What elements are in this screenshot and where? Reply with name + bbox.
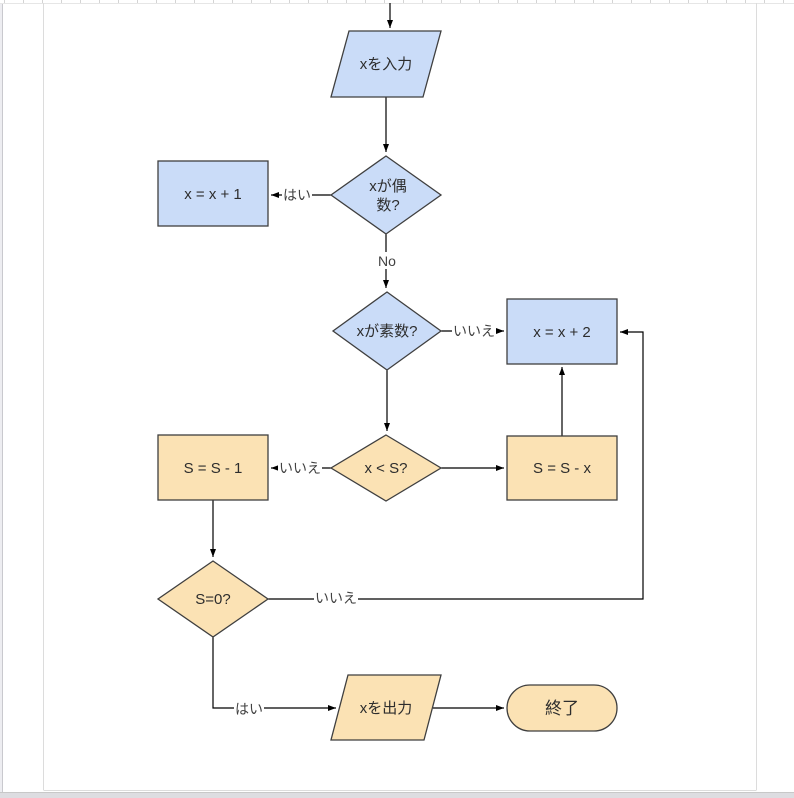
node-end-terminator[interactable] — [506, 684, 618, 732]
connector-zero-no-to-inc2[interactable] — [268, 329, 644, 600]
node-input-parallelogram[interactable] — [330, 30, 442, 98]
node-label: S = S - x — [533, 460, 591, 477]
node-label: x = x + 1 — [184, 186, 242, 203]
edge-label-zero-no[interactable]: いいえ — [315, 590, 357, 606]
node-inc2-process-rect[interactable] — [506, 298, 618, 365]
node-label: xが偶数? — [369, 178, 407, 214]
node-label: xを出力 — [360, 700, 413, 717]
node-even-decision-diamond[interactable] — [329, 155, 443, 235]
edge-label-bg — [234, 701, 264, 716]
edge-label-bg — [314, 590, 358, 605]
node-output-parallelogram[interactable] — [330, 674, 442, 741]
connector-zero-yes-to-output[interactable] — [212, 637, 336, 711]
node-dec1-process-rect[interactable] — [157, 434, 269, 501]
node-prime-decision-diamond[interactable] — [331, 291, 443, 371]
node-label: xが素数? — [357, 323, 418, 340]
node-zero-decision-diamond[interactable] — [156, 560, 270, 638]
node-label: x = x + 2 — [533, 324, 591, 341]
node-label: S=0? — [195, 591, 230, 608]
edge-label-less-no[interactable]: いいえ — [279, 460, 321, 476]
edge-label-zero-yes[interactable]: はい — [235, 701, 263, 717]
edge-label-bg — [452, 323, 496, 338]
horizontal-ruler — [0, 0, 794, 4]
node-less-decision-diamond[interactable] — [329, 434, 443, 502]
node-label: xを入力 — [360, 56, 413, 73]
panel-edge-divider — [0, 4, 3, 792]
edge-label-bg — [278, 460, 322, 475]
node-decx-process-rect[interactable] — [506, 435, 618, 501]
edge-label-bg — [374, 252, 400, 269]
node-label: x < S? — [365, 460, 408, 477]
edge-label-bg — [282, 187, 312, 202]
horizontal-scrollbar[interactable] — [0, 792, 794, 798]
edge-label-even-yes[interactable]: はい — [283, 187, 311, 203]
edge-label-prime-no[interactable]: いいえ — [453, 323, 495, 339]
node-label: S = S - 1 — [184, 460, 243, 477]
node-inc1-process-rect[interactable] — [157, 160, 269, 227]
edge-label-even-no[interactable]: No — [378, 253, 396, 269]
node-label: 終了 — [545, 699, 579, 718]
